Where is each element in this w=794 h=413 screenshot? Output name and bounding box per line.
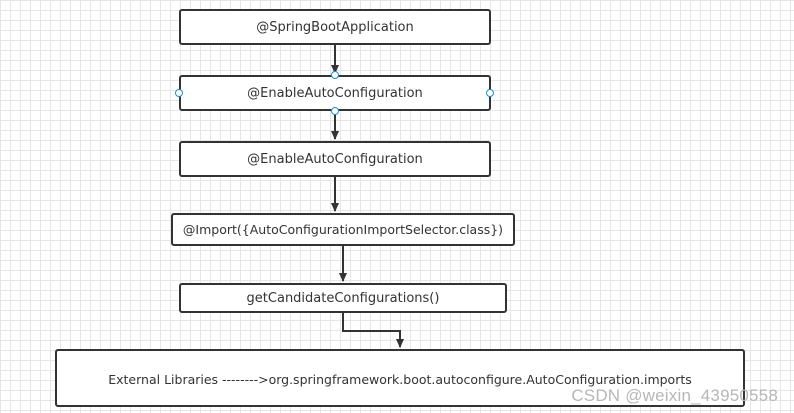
node-get-candidate-configurations[interactable]: getCandidateConfigurations() xyxy=(179,283,507,313)
node-label: getCandidateConfigurations() xyxy=(246,290,440,306)
node-import-selector[interactable]: @Import({AutoConfigurationImportSelector… xyxy=(171,213,515,246)
node-label: @SpringBootApplication xyxy=(256,19,414,35)
node-enable-auto-configuration-selected[interactable]: @EnableAutoConfiguration xyxy=(179,75,491,111)
node-label: @Import({AutoConfigurationImportSelector… xyxy=(182,222,504,237)
connection-handle-left[interactable] xyxy=(175,89,183,97)
watermark-text: CSDN @weixin_43950558 xyxy=(571,386,778,405)
connector-n5-n6[interactable] xyxy=(342,313,404,348)
node-label: @EnableAutoConfiguration xyxy=(247,85,423,101)
node-enable-auto-configuration[interactable]: @EnableAutoConfiguration xyxy=(179,141,491,177)
node-external-libraries[interactable]: External Libraries -------->org.springfr… xyxy=(55,349,745,407)
connection-handle-right[interactable] xyxy=(486,89,494,97)
connection-handle-top[interactable] xyxy=(331,71,339,79)
node-label: @EnableAutoConfiguration xyxy=(247,151,423,167)
connection-handle-bottom[interactable] xyxy=(331,107,339,115)
node-spring-boot-application[interactable]: @SpringBootApplication xyxy=(179,9,491,45)
node-label: External Libraries -------->org.springfr… xyxy=(108,372,692,387)
